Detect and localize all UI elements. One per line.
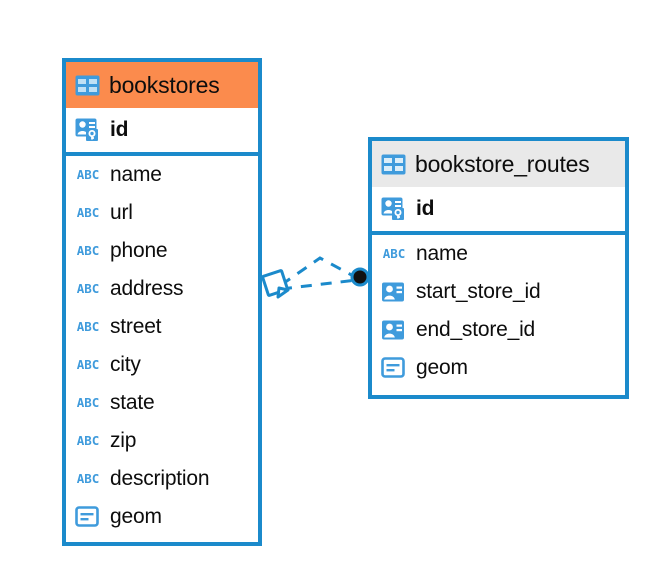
field-label: address (110, 277, 184, 300)
foreign-key-icon (381, 281, 407, 303)
abc-text-icon: ABC (76, 432, 100, 448)
field-row-geom[interactable]: geom (66, 498, 258, 536)
field-label: name (416, 242, 468, 265)
entity-name-label: bookstore_routes (415, 150, 590, 177)
primary-key-separator (66, 152, 258, 156)
table-icon (75, 75, 100, 96)
abc-text-icon: ABC (76, 356, 100, 372)
filled-circle-marker (350, 267, 370, 287)
field-label: street (110, 315, 162, 338)
abc-text-icon: ABC (382, 245, 406, 261)
entity-name-label: bookstores (109, 71, 220, 98)
abc-text-icon: ABC (76, 318, 100, 334)
relationship-line-upper (280, 256, 358, 287)
field-row-geom[interactable]: geom (372, 349, 625, 387)
field-label: name (110, 163, 162, 186)
abc-text-icon: ABC (76, 166, 100, 182)
abc-text-icon: ABC (76, 204, 100, 220)
primary-key-icon (381, 197, 407, 221)
field-label: zip (110, 429, 137, 452)
field-label: url (110, 201, 133, 224)
entity-fields-bookstores: id ABC name ABC url ABC phone ABC addres… (66, 108, 258, 536)
primary-key-separator (372, 231, 625, 235)
field-row-city[interactable]: ABC city (66, 346, 258, 384)
relationship-line-lower (280, 278, 358, 291)
field-row-phone[interactable]: ABC phone (66, 232, 258, 270)
field-label: state (110, 391, 155, 414)
field-row-name[interactable]: ABC name (372, 235, 625, 273)
primary-key-icon (75, 118, 101, 142)
entity-table-bookstores[interactable]: bookstores id (62, 58, 262, 546)
field-label: city (110, 353, 141, 376)
field-label: geom (110, 505, 162, 528)
table-icon (381, 154, 406, 175)
field-row-address[interactable]: ABC address (66, 270, 258, 308)
field-label: end_store_id (416, 318, 536, 341)
abc-text-icon: ABC (76, 394, 100, 410)
field-row-name[interactable]: ABC name (66, 156, 258, 194)
abc-text-icon: ABC (76, 242, 100, 258)
entity-fields-bookstore-routes: id ABC name start_st (372, 187, 625, 387)
abc-text-icon: ABC (76, 280, 100, 296)
entity-table-bookstore-routes[interactable]: bookstore_routes id (368, 137, 629, 399)
field-row-description[interactable]: ABC description (66, 460, 258, 498)
foreign-key-icon (381, 319, 407, 341)
entity-header-bookstore-routes[interactable]: bookstore_routes (372, 141, 625, 187)
field-label: phone (110, 239, 168, 262)
entity-header-bookstores[interactable]: bookstores (66, 62, 258, 108)
field-label: start_store_id (416, 280, 541, 303)
field-row-zip[interactable]: ABC zip (66, 422, 258, 460)
geometry-icon (75, 506, 101, 528)
field-label: id (416, 197, 435, 220)
diamond-marker (261, 269, 290, 299)
field-label: description (110, 467, 210, 490)
geometry-icon (381, 357, 407, 379)
field-label: id (110, 118, 129, 141)
field-row-id[interactable]: id (66, 108, 258, 152)
field-row-url[interactable]: ABC url (66, 194, 258, 232)
field-row-id[interactable]: id (372, 187, 625, 231)
field-row-start-store-id[interactable]: start_store_id (372, 273, 625, 311)
field-row-street[interactable]: ABC street (66, 308, 258, 346)
field-label: geom (416, 356, 468, 379)
field-row-state[interactable]: ABC state (66, 384, 258, 422)
field-row-end-store-id[interactable]: end_store_id (372, 311, 625, 349)
abc-text-icon: ABC (76, 470, 100, 486)
